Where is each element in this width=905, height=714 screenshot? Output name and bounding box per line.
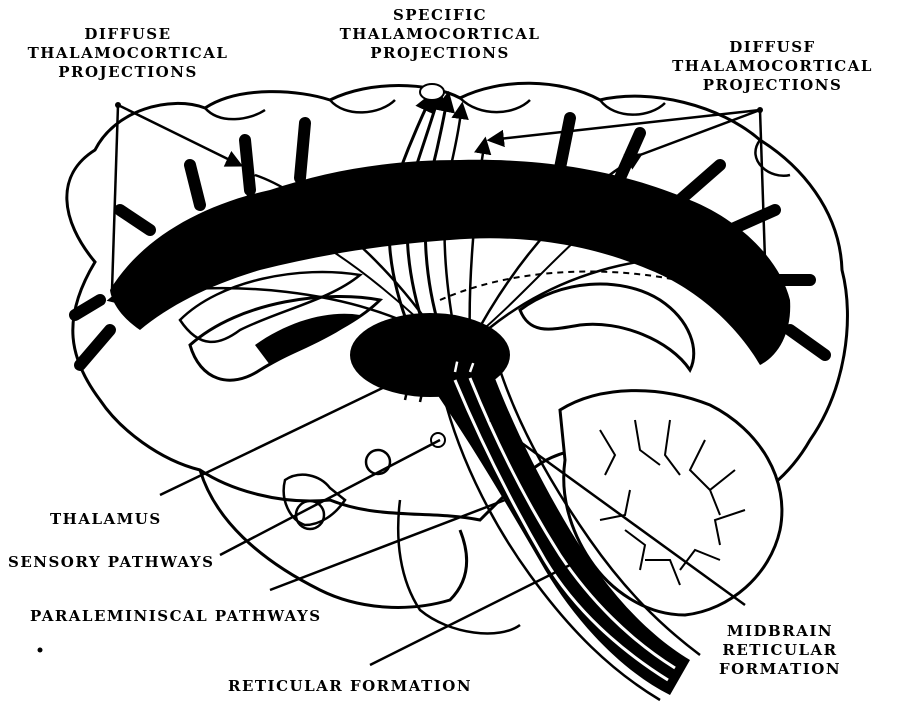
pointer-reticular bbox=[370, 560, 580, 665]
label-midbrain-reticular: MIDBRAIN RETICULAR FORMATION bbox=[690, 622, 870, 679]
label-diffuse-left: DIFFUSE THALAMOCORTICAL PROJECTIONS bbox=[8, 25, 248, 82]
label-diffuse-left-line3: PROJECTIONS bbox=[8, 63, 248, 82]
label-diffuse-right-line3: PROJECTIONS bbox=[645, 76, 900, 95]
label-diffuse-right-line1: DIFFUSF bbox=[645, 38, 900, 57]
label-diffuse-left-line2: THALAMOCORTICAL bbox=[8, 44, 248, 63]
label-diffuse-right-line2: THALAMOCORTICAL bbox=[645, 57, 900, 76]
label-specific-line3: PROJECTIONS bbox=[305, 44, 575, 63]
label-specific: SPECIFIC THALAMOCORTICAL PROJECTIONS bbox=[305, 6, 575, 63]
pointer-diffuse-left-b bbox=[118, 105, 240, 165]
label-reticular-formation: RETICULAR FORMATION bbox=[228, 677, 472, 696]
pointer-diffuse-right-c bbox=[760, 110, 765, 260]
label-midbrain-line2: RETICULAR bbox=[690, 641, 870, 660]
label-midbrain-line3: FORMATION bbox=[690, 660, 870, 679]
dark-structure-left bbox=[255, 314, 360, 365]
label-specific-line2: THALAMOCORTICAL bbox=[305, 25, 575, 44]
label-diffuse-right: DIFFUSF THALAMOCORTICAL PROJECTIONS bbox=[645, 38, 900, 95]
label-thalamus: THALAMUS bbox=[50, 510, 162, 529]
label-midbrain-line1: MIDBRAIN bbox=[690, 622, 870, 641]
pons-outline bbox=[398, 500, 520, 633]
mammillary-body bbox=[366, 450, 390, 474]
stray-dot bbox=[38, 648, 43, 653]
label-sensory-pathways: SENSORY PATHWAYS bbox=[8, 553, 214, 572]
label-diffuse-left-line1: DIFFUSE bbox=[8, 25, 248, 44]
pointer-diffuse-left-a bbox=[112, 105, 118, 290]
inner-arc-right bbox=[520, 284, 694, 370]
label-specific-line1: SPECIFIC bbox=[305, 6, 575, 25]
label-paraleminiscal-pathways: PARALEMINISCAL PATHWAYS bbox=[30, 607, 322, 626]
cortex-target bbox=[420, 84, 444, 100]
